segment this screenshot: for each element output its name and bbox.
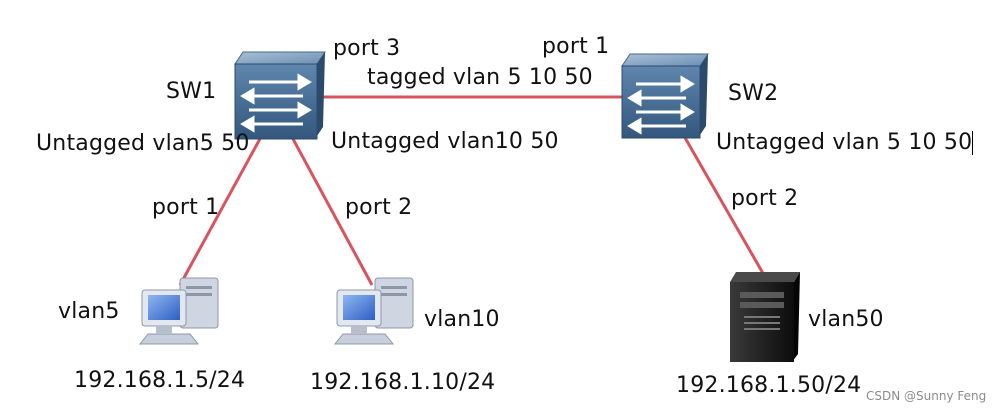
sw1-untagged-left-label: Untagged vlan5 50	[36, 131, 250, 156]
sw2-switch-icon	[621, 53, 709, 139]
host1-ip-label: 192.168.1.5/24	[74, 368, 246, 393]
pc-host-vlan10-icon	[333, 277, 414, 345]
server-host-vlan50-icon	[730, 272, 800, 362]
sw1-port2-label: port 2	[345, 195, 413, 220]
sw2-name-label: SW2	[728, 81, 779, 106]
sw1-trunk-port-label: port 3	[333, 36, 401, 61]
sw1-host2-link	[284, 125, 374, 286]
sw2-server-link	[682, 135, 770, 283]
sw1-host1-link	[178, 125, 269, 286]
sw2-trunk-port-label: port 1	[542, 34, 610, 59]
host2-vlan-label: vlan10	[424, 307, 500, 332]
watermark-text: CSDN @Sunny Feng	[866, 389, 987, 403]
host1-vlan-label: vlan5	[58, 299, 120, 324]
trunk-vlan-label: tagged vlan 5 10 50	[367, 65, 593, 90]
sw1-name-label: SW1	[166, 79, 217, 104]
host2-ip-label: 192.168.1.10/24	[310, 370, 496, 395]
text-cursor	[972, 131, 973, 155]
sw2-untagged-label: Untagged vlan 5 10 50	[716, 130, 973, 155]
server-vlan-label: vlan50	[808, 307, 884, 332]
sw1-switch-icon	[234, 51, 326, 140]
links	[178, 95, 770, 286]
sw1-untagged-right-label: Untagged vlan10 50	[331, 129, 559, 154]
pc-host-vlan5-icon	[138, 277, 219, 345]
sw2-port2-label: port 2	[731, 186, 799, 211]
server-ip-label: 192.168.1.50/24	[676, 373, 862, 398]
sw1-port1-label: port 1	[152, 195, 220, 220]
